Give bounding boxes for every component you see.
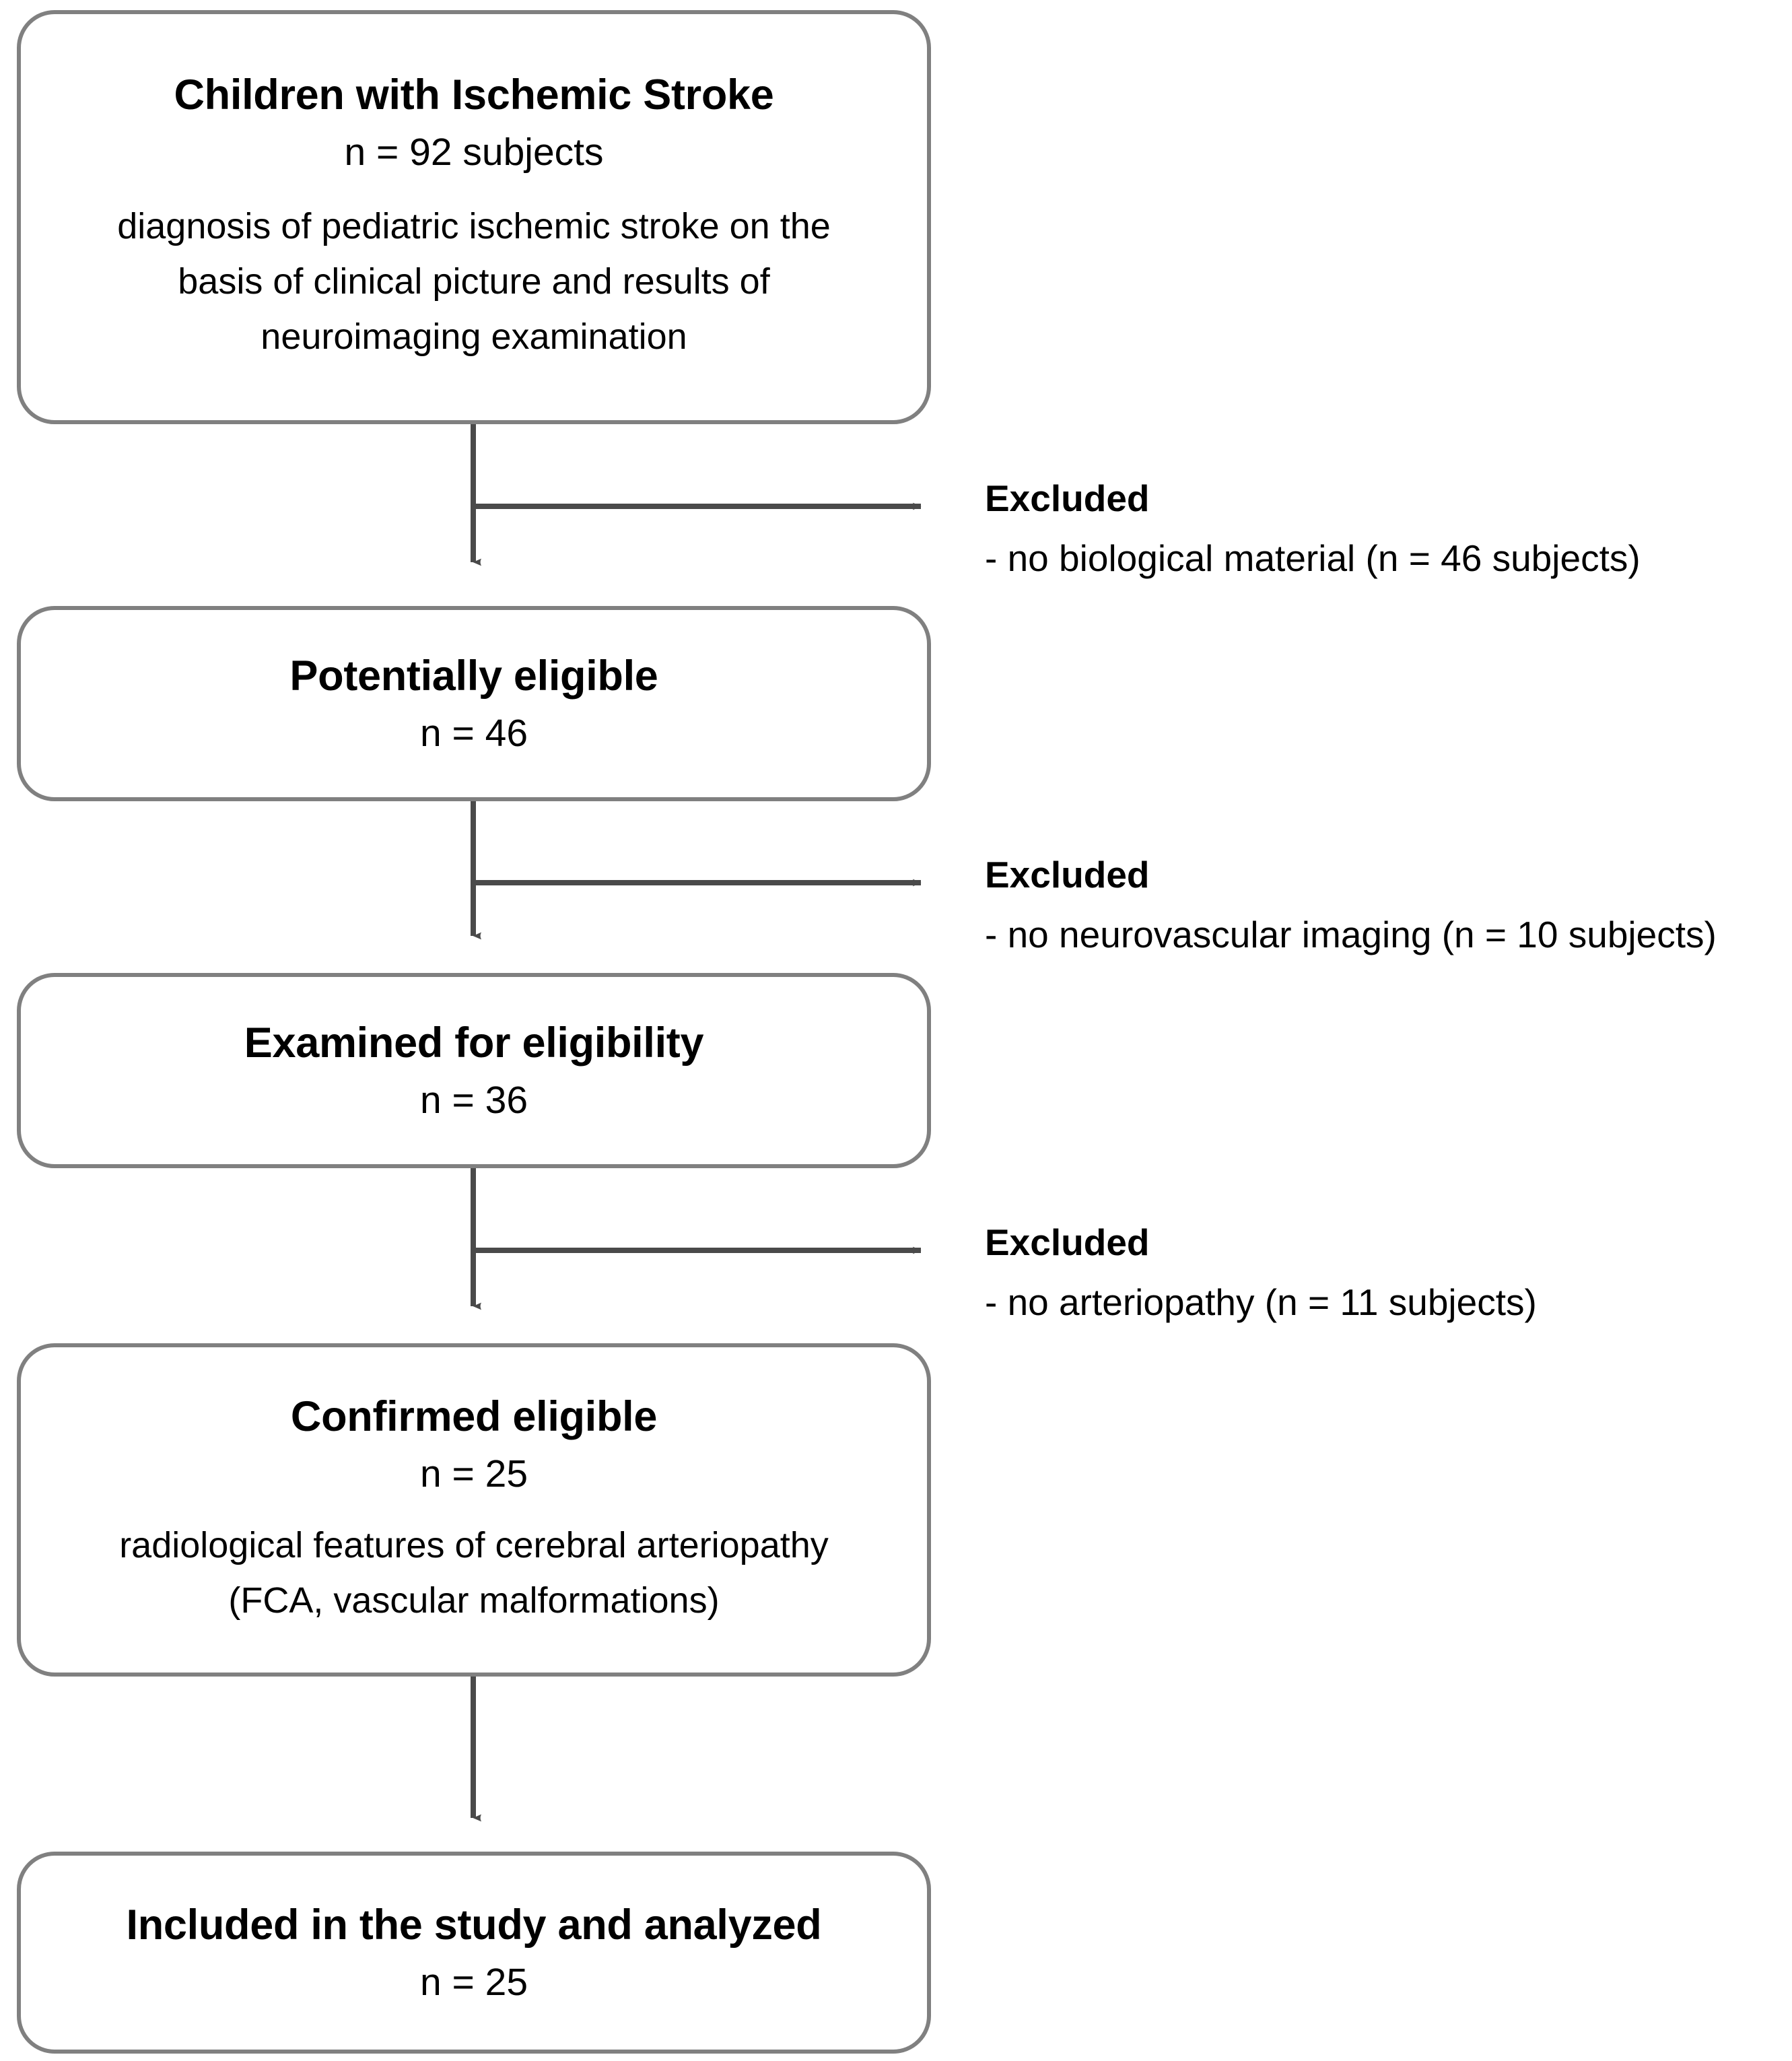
box-title: Examined for eligibility (244, 1019, 704, 1067)
exclusion-note-no-biological-material: Excluded - no biological material (n = 4… (985, 478, 1641, 578)
exclusion-reason: - no biological material (n = 46 subject… (985, 537, 1641, 579)
box-count: n = 92 subjects (344, 131, 604, 174)
exclusion-note-no-neurovascular-imaging: Excluded - no neurovascular imaging (n =… (985, 854, 1717, 955)
box-count: n = 46 (419, 711, 528, 755)
exclusion-reason: - no neurovascular imaging (n = 10 subje… (985, 913, 1717, 955)
flow-box-children-with-ischemic-stroke: Children with Ischemic Stroke n = 92 sub… (17, 10, 931, 424)
box-count: n = 25 (419, 1452, 528, 1496)
exclusion-title: Excluded (985, 477, 1150, 519)
flow-box-included-in-the-study: Included in the study and analyzed n = 2… (17, 1852, 931, 2054)
box-count: n = 25 (419, 1960, 528, 2004)
exclusion-reason: - no arteriopathy (n = 11 subjects) (985, 1281, 1537, 1323)
box-description: radiological features of cerebral arteri… (119, 1518, 829, 1628)
box-title: Potentially eligible (289, 652, 658, 700)
flow-box-confirmed-eligible: Confirmed eligible n = 25 radiological f… (17, 1343, 931, 1677)
box-title: Confirmed eligible (290, 1393, 658, 1441)
flow-box-examined-for-eligibility: Examined for eligibility n = 36 (17, 973, 931, 1168)
box-description-line: radiological features of cerebral arteri… (119, 1524, 829, 1565)
box-title: Children with Ischemic Stroke (174, 71, 774, 119)
box-count: n = 36 (419, 1078, 528, 1122)
exclusion-title: Excluded (985, 854, 1150, 896)
box-description-line: basis of clinical picture and results of (178, 261, 770, 302)
flow-box-potentially-eligible: Potentially eligible n = 46 (17, 606, 931, 801)
box-title: Included in the study and analyzed (126, 1901, 822, 1949)
box-description-line: (FCA, vascular malformations) (228, 1580, 720, 1621)
exclusion-title: Excluded (985, 1221, 1150, 1263)
box-description-line: diagnosis of pediatric ischemic stroke o… (117, 205, 831, 246)
exclusion-note-no-arteriopathy: Excluded - no arteriopathy (n = 11 subje… (985, 1222, 1537, 1322)
box-description-line: neuroimaging examination (261, 316, 687, 357)
box-description: diagnosis of pediatric ischemic stroke o… (117, 199, 831, 364)
